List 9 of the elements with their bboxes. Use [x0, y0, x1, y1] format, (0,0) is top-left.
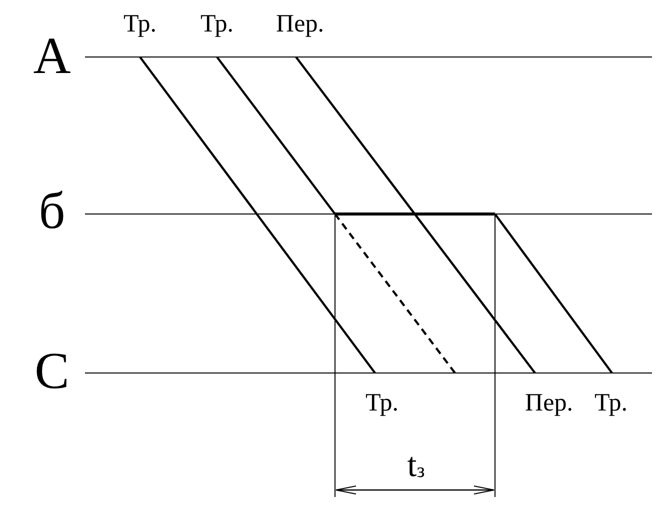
- station-label: A: [33, 31, 71, 83]
- train-label: Тр.: [123, 12, 157, 36]
- train-label: Пер.: [276, 12, 324, 36]
- station-label: C: [34, 346, 70, 398]
- train-label: Тр.: [365, 390, 399, 416]
- train-label: Тр.: [200, 12, 234, 36]
- train-label: Тр.: [594, 390, 628, 416]
- station-label: б: [38, 186, 66, 238]
- train-label: Пер.: [525, 390, 573, 416]
